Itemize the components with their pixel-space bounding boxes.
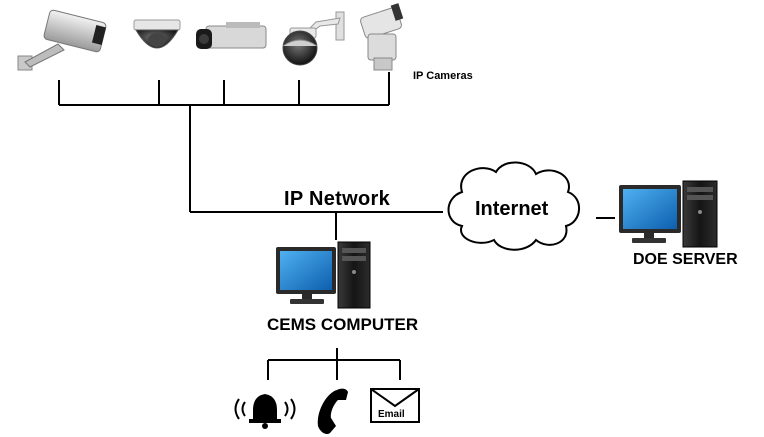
- ip-network-label: IP Network: [284, 188, 390, 210]
- cems-computer-label: CEMS COMPUTER: [267, 315, 419, 334]
- tower-pc-icon: [337, 241, 371, 309]
- cems-computer: [276, 241, 371, 309]
- connection-lines: [58, 72, 615, 380]
- monitor-icon: [276, 247, 336, 304]
- dome-camera-icon: [133, 19, 181, 49]
- doe-server: [619, 180, 718, 248]
- email-label: Email: [378, 409, 405, 420]
- ip-cameras-label: IP Cameras: [413, 70, 473, 82]
- email-envelope-icon: [370, 388, 420, 423]
- ptz-camera-icon: [360, 3, 404, 71]
- cloud-icon: [447, 161, 580, 251]
- doe-server-label: DOE SERVER: [633, 251, 738, 268]
- monitor-icon: [619, 185, 681, 243]
- alarm-bell-icon: [234, 394, 296, 429]
- bullet-camera-icon: [17, 9, 107, 71]
- ptz-dome-camera-icon: [282, 11, 345, 66]
- box-camera-icon: [196, 22, 267, 49]
- internet-label: Internet: [475, 198, 549, 220]
- telephone-icon: [317, 388, 348, 435]
- tower-pc-icon: [682, 180, 718, 248]
